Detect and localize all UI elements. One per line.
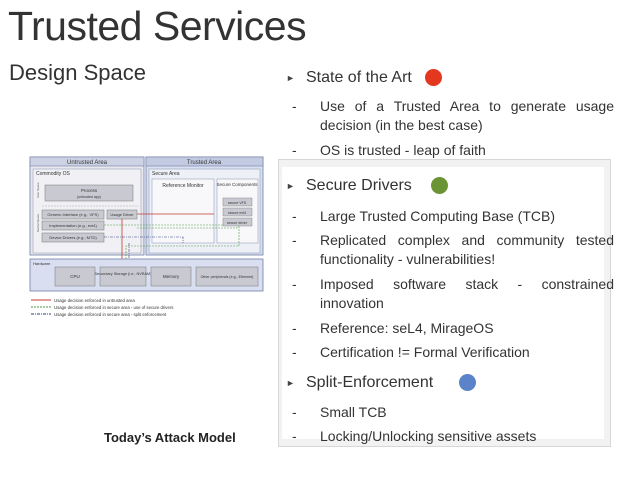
usage-driver-label: Usage Driver [110, 212, 134, 217]
architecture-diagram: Untrusted Area Trusted Area Commodity OS… [29, 156, 264, 317]
dash-marker: - [292, 404, 297, 420]
hardware-label: Hardware [33, 261, 51, 266]
diagram-caption: Today’s Attack Model [104, 430, 236, 445]
secure-components-label: Secure Components [216, 182, 258, 187]
secondary-storage-text: Secondary Storage (i.e., NVRAM) [95, 272, 153, 276]
device-drivers-box [41, 232, 105, 243]
cpu-box [54, 266, 96, 287]
secondary-storage-label: Secondary Storage (i.e., NVRAM) [95, 272, 153, 276]
highlight-inner [282, 167, 604, 439]
cpu-label: CPU [70, 274, 80, 279]
blue-circle-icon [459, 374, 476, 391]
secure-ext4-box [222, 207, 253, 217]
green-flow-line [104, 224, 238, 229]
secure-vfs-box [222, 197, 253, 207]
process-label: Process [81, 188, 98, 193]
bullet-head-label: Split-Enforcement [306, 374, 434, 391]
dash-marker: - [292, 428, 297, 444]
reference-monitor-box [151, 178, 215, 244]
secure-ext4-label: secure ext4 [228, 211, 246, 215]
legend-red-label: Usage decision enforced in untrusted are… [54, 298, 135, 303]
dash-marker: - [292, 344, 297, 360]
memory-label: Memory [163, 274, 180, 279]
dash-marker: - [292, 98, 297, 114]
untrusted-area-label: Untrusted Area [67, 160, 108, 166]
bullet-item-text: Replicated complex and community tested … [320, 232, 614, 267]
device-drivers-label: Device Drivers (e.g., MTD) [49, 235, 97, 240]
red-circle-icon [425, 69, 442, 86]
slide-title: Trusted Services [8, 3, 307, 49]
bullet-item-text: Imposed software stack - constrained inn… [320, 276, 614, 311]
generic-interface-box [41, 209, 105, 220]
legend-navy-label: Usage decision enforced in secure area -… [54, 312, 167, 317]
generic-interface-label: Generic Interface (e.g., VFS) [47, 212, 99, 217]
secure-area-label: Secure Area [152, 171, 180, 177]
green-flow-down [125, 226, 240, 267]
bullet-list: ► State of the Art - Use of a Trusted Ar… [278, 0, 618, 479]
dash-marker: - [292, 142, 297, 158]
bullet-item-text: Small TCB [320, 404, 387, 420]
trusted-area-label: Trusted Area [187, 160, 222, 166]
bullet-item-text: Certification != Formal Verification [320, 344, 530, 360]
slide-subtitle: Design Space [9, 60, 146, 85]
triangle-bullet-icon: ► [286, 181, 295, 191]
secondary-storage-box [99, 266, 147, 287]
implementation-box [41, 220, 105, 231]
kernel-space-label: Kernel Space [36, 214, 40, 232]
bullet-item-text: Locking/Unlocking sensitive assets [320, 428, 537, 444]
secure-vfs-label: secure VFS [228, 201, 247, 205]
secure-driver-label: secure driver [227, 221, 248, 225]
bullet-item-text: Use of a Trusted Area to generate usage … [320, 98, 614, 133]
other-peripherals-box [195, 266, 259, 287]
bullet-head-label: State of the Art [306, 69, 412, 86]
bullet-item-text: Reference: seL4, MirageOS [320, 320, 494, 336]
secure-driver-box [222, 217, 253, 227]
memory-box [150, 266, 192, 287]
implementation-label: Implementation (e.g., ext4) [49, 223, 97, 228]
dash-marker: - [292, 208, 297, 224]
process-box [44, 184, 134, 202]
user-space-label: User Space [36, 182, 40, 198]
dash-marker: - [292, 320, 297, 336]
dash-marker: - [292, 276, 297, 292]
bullet-item-text: Large Trusted Computing Base (TCB) [320, 208, 555, 224]
triangle-bullet-icon: ► [286, 73, 295, 83]
dash-marker: - [292, 232, 297, 248]
process-sub-label: (untrusted app) [77, 195, 101, 199]
commodity-os-label: Commodity OS [36, 171, 71, 177]
bullet-head-label: Secure Drivers [306, 177, 412, 194]
green-circle-icon [431, 177, 448, 194]
legend-green-label: Usage decision enforced in secure area -… [54, 305, 173, 310]
bullet-item-text: OS is trusted - leap of faith [320, 142, 486, 158]
triangle-bullet-icon: ► [286, 378, 295, 388]
reference-monitor-label: Reference Monitor [162, 183, 203, 189]
other-peripherals-label: Other peripherals (e.g., Ethernet) [201, 275, 254, 279]
